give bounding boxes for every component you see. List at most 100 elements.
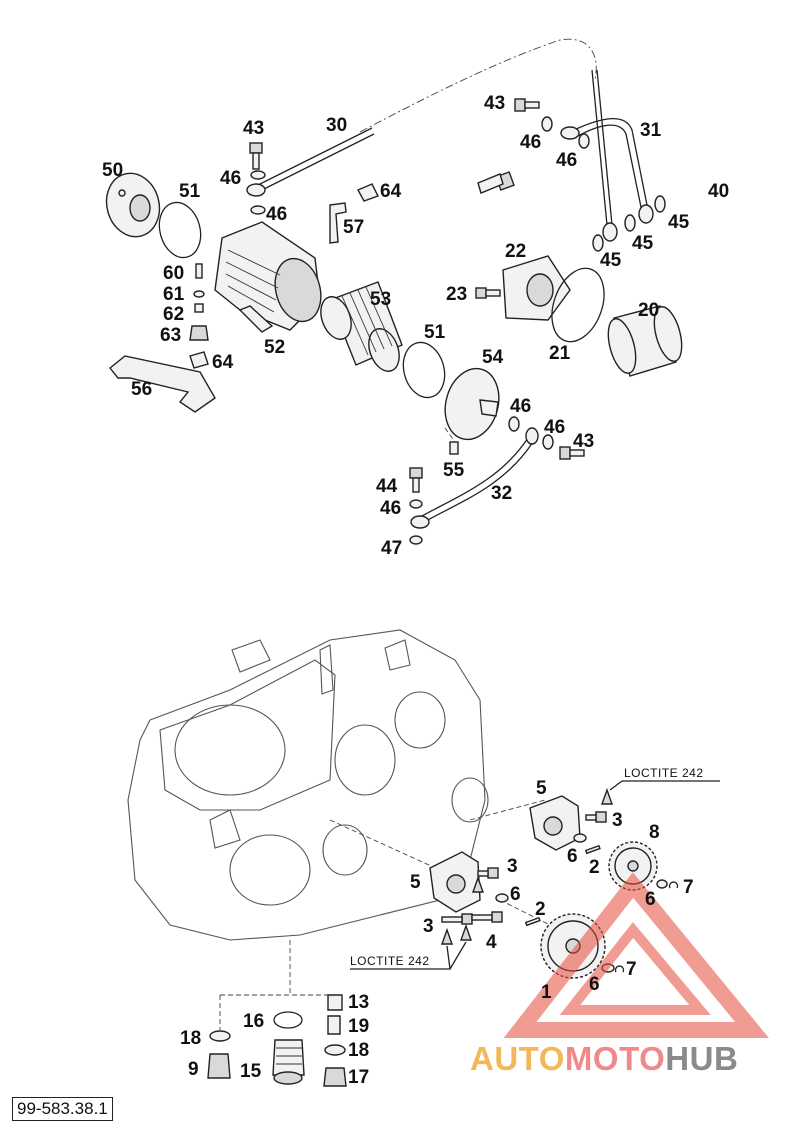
washer-46 bbox=[250, 205, 266, 215]
washer-45 bbox=[592, 234, 604, 252]
oil-filter-53 bbox=[320, 281, 403, 372]
oil-pump-cover-5 bbox=[429, 851, 481, 913]
oil-pipe-30 bbox=[246, 127, 375, 197]
callout-19: 19 bbox=[348, 1016, 369, 1037]
reference-number: 99-583.38.1 bbox=[12, 1097, 113, 1121]
cover-50 bbox=[105, 172, 161, 238]
callout-61: 61 bbox=[163, 284, 185, 305]
washer-61 bbox=[193, 290, 205, 298]
screw-23 bbox=[475, 287, 501, 299]
callout-51: 51 bbox=[424, 322, 446, 343]
cover-54 bbox=[444, 367, 500, 441]
circlip-7 bbox=[614, 965, 625, 973]
spring-62 bbox=[194, 303, 204, 313]
screw-3 bbox=[441, 913, 473, 925]
callout-50: 50 bbox=[102, 160, 123, 181]
callout-7: 7 bbox=[683, 877, 694, 898]
callout-17: 17 bbox=[348, 1067, 369, 1088]
callout-55: 55 bbox=[443, 460, 465, 481]
washer-46 bbox=[250, 170, 266, 180]
guide-line bbox=[469, 799, 546, 821]
callout-64: 64 bbox=[380, 181, 402, 202]
callout-3: 3 bbox=[612, 810, 623, 831]
oil-pipe-32 bbox=[410, 427, 539, 529]
washer-46 bbox=[541, 116, 553, 132]
callout-43: 43 bbox=[484, 93, 505, 114]
loctite-drop-icon bbox=[601, 787, 613, 805]
callout-60: 60 bbox=[163, 263, 184, 284]
callout-45: 45 bbox=[600, 250, 622, 271]
callout-7: 7 bbox=[626, 959, 637, 980]
screw-3 bbox=[477, 867, 499, 879]
washer-6 bbox=[495, 893, 509, 903]
callout-6: 6 bbox=[589, 974, 600, 995]
pin-2 bbox=[584, 844, 601, 855]
callout-15: 15 bbox=[240, 1061, 262, 1082]
callout-63: 63 bbox=[160, 325, 181, 346]
screw-55 bbox=[449, 441, 459, 455]
loctite-note-bottom: LOCTITE 242 bbox=[350, 954, 430, 968]
loctite-note-top: LOCTITE 242 bbox=[624, 766, 704, 780]
nut-64 bbox=[357, 183, 379, 202]
callout-46: 46 bbox=[510, 396, 531, 417]
callout-62: 62 bbox=[163, 304, 184, 325]
washer-46 bbox=[578, 133, 590, 149]
callout-5: 5 bbox=[410, 872, 421, 893]
callout-18: 18 bbox=[180, 1028, 201, 1049]
callout-9: 9 bbox=[188, 1059, 199, 1080]
callout-21: 21 bbox=[549, 343, 571, 364]
callout-32: 32 bbox=[491, 483, 512, 504]
o-ring-16 bbox=[273, 1011, 303, 1029]
callout-40: 40 bbox=[708, 181, 729, 202]
callout-43: 43 bbox=[243, 118, 264, 139]
callout-53: 53 bbox=[370, 289, 391, 310]
oil-pump-cover-5 bbox=[529, 795, 581, 851]
guide-line bbox=[444, 427, 456, 443]
banjo-bolt-43 bbox=[514, 98, 540, 112]
strainer-15 bbox=[272, 1039, 305, 1085]
oil-filter-housing-52 bbox=[214, 221, 322, 333]
loctite-drop-icon bbox=[441, 927, 453, 945]
leader-line bbox=[449, 941, 467, 970]
watermark-brand: AUTOMOTOHUB bbox=[470, 1040, 738, 1078]
watermark-part-moto: MOTO bbox=[564, 1040, 666, 1077]
loctite-drop-icon bbox=[460, 923, 472, 941]
washer-46 bbox=[409, 499, 423, 509]
loctite-drop-icon bbox=[472, 875, 484, 893]
callout-45: 45 bbox=[668, 212, 690, 233]
callout-46: 46 bbox=[520, 132, 541, 153]
callout-43: 43 bbox=[573, 431, 594, 452]
washer-47 bbox=[409, 535, 423, 545]
callout-47: 47 bbox=[381, 538, 402, 559]
washer-46 bbox=[542, 434, 554, 450]
washer-46 bbox=[508, 416, 520, 432]
callout-8: 8 bbox=[649, 822, 660, 843]
plug-9 bbox=[207, 1053, 231, 1079]
callout-2: 2 bbox=[535, 899, 546, 920]
circlip-7 bbox=[668, 881, 679, 889]
callout-56: 56 bbox=[131, 379, 152, 400]
callout-2: 2 bbox=[589, 857, 600, 878]
bracket-56 bbox=[109, 355, 216, 413]
callout-45: 45 bbox=[632, 233, 654, 254]
washer-45 bbox=[624, 214, 636, 232]
plug-17 bbox=[323, 1067, 347, 1087]
screw-4 bbox=[471, 911, 503, 923]
callout-46: 46 bbox=[380, 498, 401, 519]
spring-19 bbox=[327, 1015, 341, 1035]
guide-line bbox=[329, 819, 441, 871]
nut-64 bbox=[189, 351, 209, 369]
washer-18 bbox=[324, 1044, 346, 1056]
callout-22: 22 bbox=[505, 241, 526, 262]
o-ring-51 bbox=[158, 201, 202, 259]
watermark-part-hub: HUB bbox=[665, 1040, 739, 1077]
watermark-part-auto: AUTO bbox=[470, 1040, 565, 1077]
callout-6: 6 bbox=[510, 884, 521, 905]
callout-6: 6 bbox=[645, 889, 656, 910]
callout-51: 51 bbox=[179, 181, 201, 202]
routing-line bbox=[359, 38, 597, 133]
callout-6: 6 bbox=[567, 846, 578, 867]
callout-46: 46 bbox=[556, 150, 577, 171]
callout-13: 13 bbox=[348, 992, 369, 1013]
